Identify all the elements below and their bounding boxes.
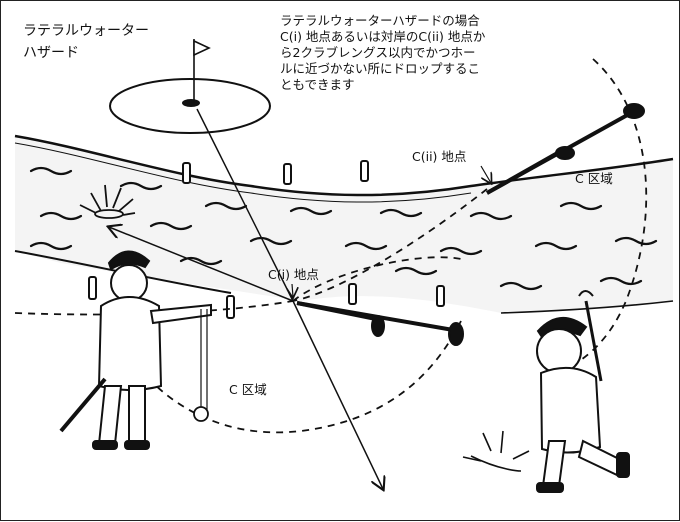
zone-right-label: C 区域 <box>575 171 613 186</box>
golf-club-icon <box>296 103 645 346</box>
hazard-stake-icon <box>88 160 445 319</box>
leader-arrow-ii <box>480 165 491 183</box>
cup-icon <box>182 99 200 107</box>
point-i-label: C(i) 地点 <box>268 267 319 282</box>
golfer-right <box>536 290 630 493</box>
splash-icon <box>79 184 136 219</box>
flag-icon <box>193 39 211 57</box>
ball-path-line <box>196 108 294 302</box>
rule-note: ラテラルウォーターハザードの場合 C(i) 地点あるいは対岸のC(ii) 地点か… <box>280 13 486 92</box>
splash-icon <box>462 430 530 472</box>
leader-arrow-i <box>292 283 293 297</box>
golfer-left <box>59 250 212 450</box>
reference-line <box>109 227 294 302</box>
golf-ball-icon <box>193 406 209 422</box>
zone-left-label: C 区域 <box>229 382 267 397</box>
putting-green <box>109 78 271 134</box>
water-bank-far <box>14 134 674 197</box>
point-ii-label: C(ii) 地点 <box>412 149 467 164</box>
hazard-title: ラテラルウォーター ハザード <box>23 23 149 61</box>
water-waves <box>29 166 658 291</box>
